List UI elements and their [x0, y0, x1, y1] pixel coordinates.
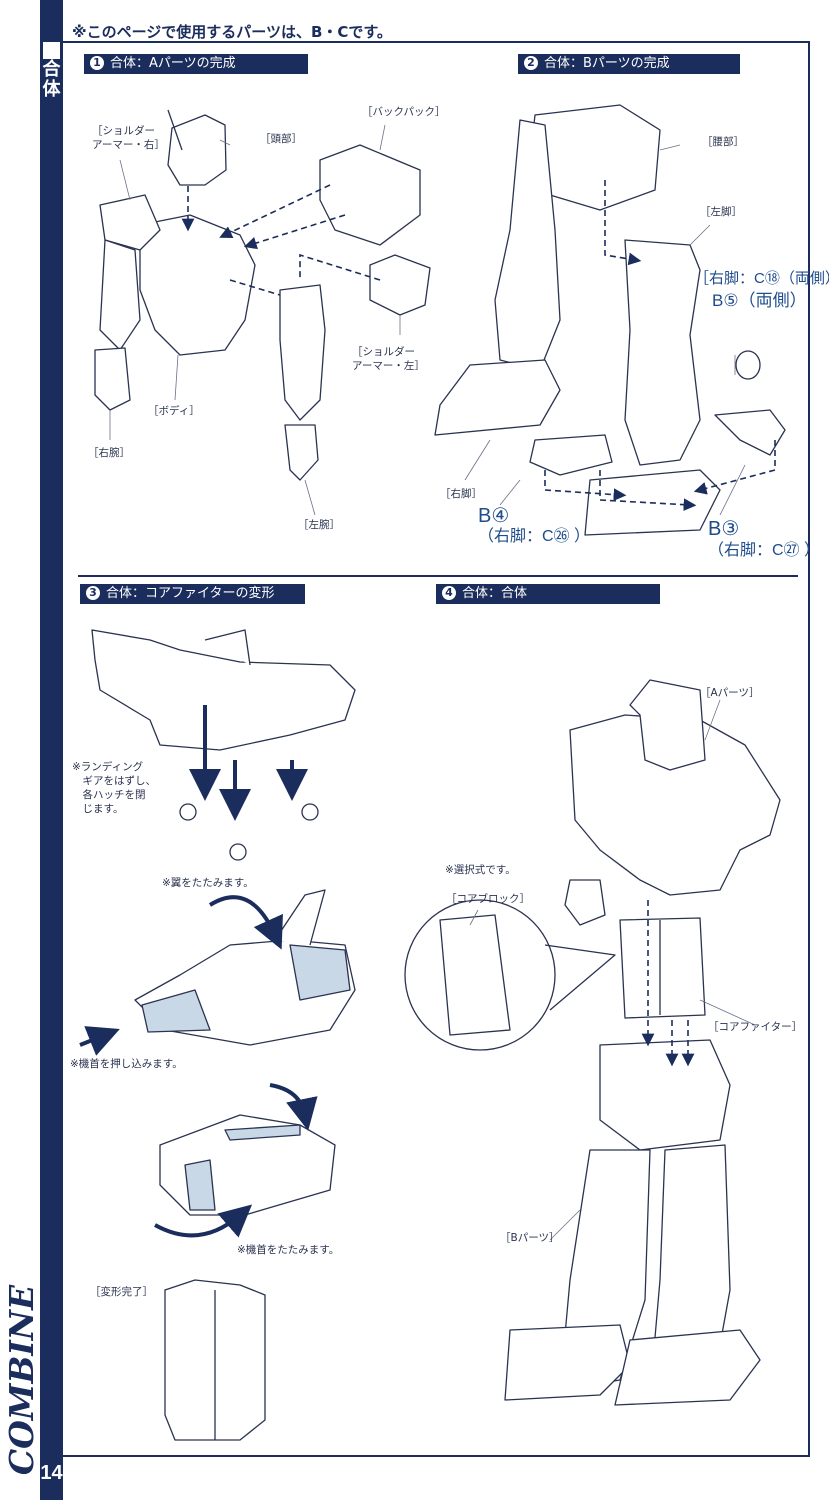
label-core-fighter: ［コアファイター］: [708, 1021, 803, 1033]
label-shoulder-armor-left: ［ショルダー アーマー・左］: [352, 346, 425, 372]
step-1-title: 合体：Aパーツの完成: [110, 56, 236, 71]
parts-used-note: ※このページで使用するパーツは、B・Cです。: [72, 23, 392, 41]
label-transform-complete: ［変形完了］: [90, 1286, 153, 1298]
label-left-arm: ［左腕］: [298, 519, 340, 531]
wing-fold-arrow: [208, 895, 283, 950]
section-side-title: 合体: [40, 60, 63, 100]
right-leg-illustration: [434, 119, 561, 436]
waist-guide-arrow: [604, 180, 642, 266]
step-4-header: 4 合体：合体: [436, 584, 660, 604]
core-fighter-jet-illustration: [91, 629, 356, 751]
left-leg-illustration: [529, 239, 786, 536]
label-waist: ［腰部］: [702, 136, 744, 148]
middle-divider: [78, 575, 798, 577]
nose-push-arrow: [79, 1026, 120, 1056]
nose-fold-illustration: [159, 1114, 336, 1216]
step-3-header: 3 合体：コアファイターの変形: [80, 584, 305, 604]
label-left-leg: ［左脚］: [700, 206, 742, 218]
backpack-guide-arrow: [219, 184, 331, 239]
b4-guide-arrow: [544, 470, 627, 501]
part-ref-b3-alt: （右脚：C㉗ ）: [708, 542, 821, 559]
note-landing-gear: ※ランディング ギアをはずし、 各ハッチを閉 じます。: [72, 761, 156, 815]
step-2-number: 2: [524, 56, 538, 70]
step-1-number: 1: [90, 56, 104, 70]
label-head: ［頭部］: [260, 133, 302, 145]
core-block-callout: [404, 899, 616, 1051]
label-optional-note: ※選択式です。: [445, 864, 516, 876]
label-right-arm: ［右腕］: [88, 447, 130, 459]
instruction-frame: [63, 41, 810, 1457]
note-fold-nose: ※機首をたたみます。: [237, 1244, 340, 1256]
arm-guide-line: [229, 279, 281, 296]
nose-fold-arrow: [269, 1083, 318, 1131]
core-fighter-block-illustration: [619, 917, 706, 1019]
wing-fold-illustration: [134, 889, 356, 1046]
note-push-nose: ※機首を押し込みます。: [70, 1058, 183, 1070]
step-4-number: 4: [442, 586, 456, 600]
step-4-title: 合体：合体: [462, 586, 528, 601]
step-3-number: 3: [86, 586, 100, 600]
label-body: ［ボディ］: [148, 405, 200, 417]
part-ref-b5: B⑤（両側）: [712, 291, 807, 310]
section-marker-square: [43, 42, 60, 59]
side-title-text: 合体: [42, 59, 61, 100]
left-arm-illustration: [279, 284, 326, 481]
body-part-illustration: [94, 194, 256, 411]
label-b-parts: ［Bパーツ］: [500, 1232, 560, 1244]
shoulder-armor-left-illustration: [369, 254, 431, 316]
label-a-parts: ［Aパーツ］: [700, 687, 760, 699]
shoulder-guide-line: [299, 253, 381, 281]
step-3-title: 合体：コアファイターの変形: [106, 586, 275, 601]
a-parts-illustration: [564, 679, 781, 926]
label-right-leg: ［右脚］: [440, 488, 482, 500]
label-core-block: ［コアブロック］: [446, 893, 530, 905]
note-fold-wings: ※翼をたたみます。: [162, 877, 254, 889]
part-ref-b4-alt: （右脚：C㉖ ）: [478, 528, 591, 545]
b3-guide-arrow: [693, 440, 776, 495]
step-2-header: 2 合体：Bパーツの完成: [518, 54, 740, 74]
part-ref-b3: B③: [708, 518, 740, 540]
page-number: 14: [40, 1462, 63, 1484]
side-accent-bar: [40, 0, 63, 1500]
nose-fold-arrow-2: [154, 1204, 253, 1238]
core-block-complete-illustration: [164, 1279, 266, 1441]
step-2-title: 合体：Bパーツの完成: [544, 56, 670, 71]
backpack-part-illustration: [319, 144, 421, 246]
label-shoulder-armor-right: ［ショルダー アーマー・右］: [92, 125, 165, 151]
backpack-guide-arrow-2: [243, 214, 346, 250]
top-divider: [63, 41, 809, 43]
head-part-illustration: [167, 109, 227, 186]
b4-guide-arrow-2: [599, 470, 697, 512]
part-ref-c18: ［右脚：C⑱（両側）］: [694, 270, 829, 287]
landing-gear-illustrations: [179, 803, 319, 861]
b-parts-illustration: [504, 1039, 761, 1406]
part-ref-b4: B④: [478, 505, 510, 527]
label-backpack: ［バックパック］: [362, 106, 446, 118]
step-1-header: 1 合体：Aパーツの完成: [84, 54, 308, 74]
